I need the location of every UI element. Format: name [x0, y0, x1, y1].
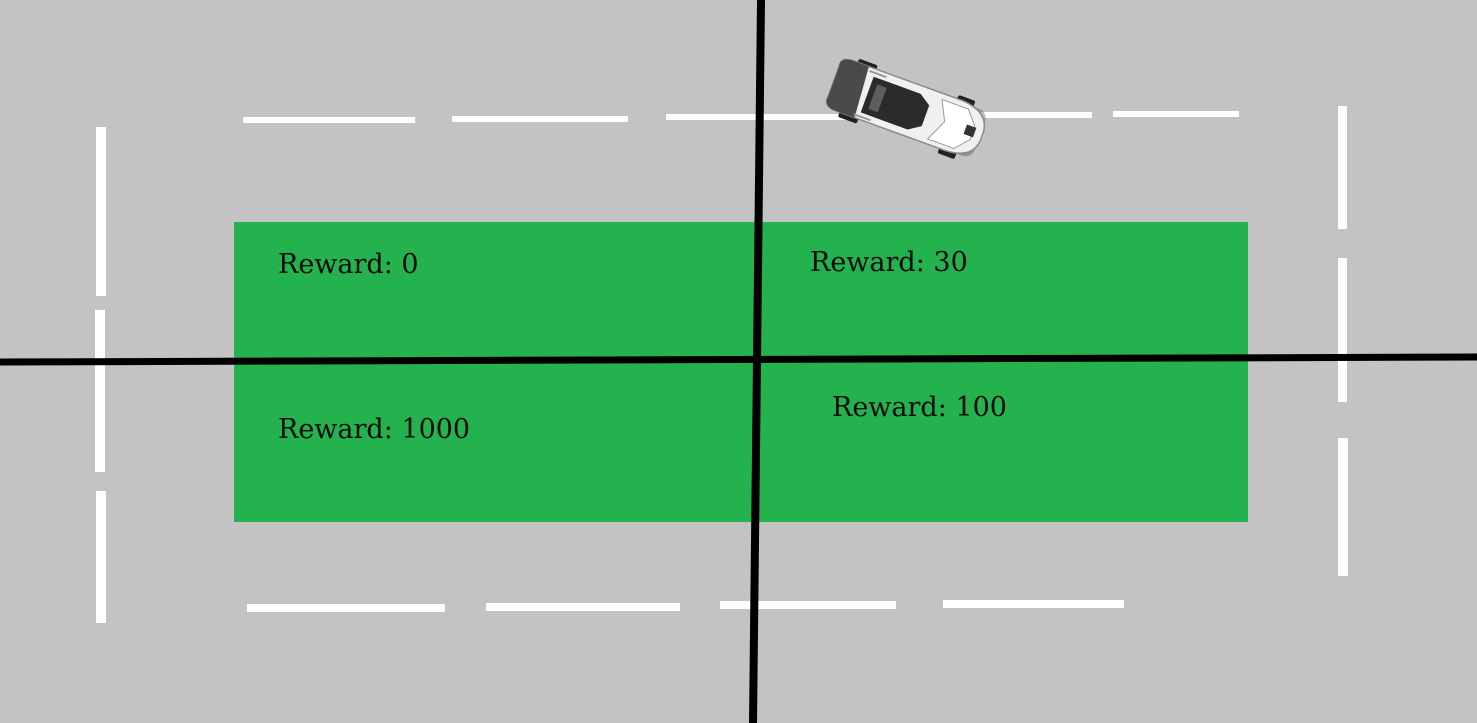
- lane-marking: [95, 310, 105, 472]
- lane-marking: [452, 116, 628, 122]
- lane-marking: [968, 112, 1092, 118]
- reward-label-top-left: Reward: 0: [278, 249, 419, 280]
- lane-marking: [720, 601, 896, 609]
- reward-label-bottom-right: Reward: 100: [832, 392, 1007, 423]
- race-car-icon: [825, 58, 986, 159]
- reward-zone: [234, 222, 1248, 522]
- lane-marking: [243, 117, 415, 123]
- lane-marking: [1113, 111, 1239, 117]
- lane-marking: [1338, 258, 1347, 402]
- vertical-divider: [749, 0, 765, 723]
- lane-marking: [96, 127, 106, 296]
- lane-marking: [247, 604, 445, 612]
- lane-marking: [943, 600, 1124, 608]
- lane-marking: [486, 603, 680, 611]
- lane-marking: [96, 491, 106, 623]
- lane-marking: [1338, 438, 1348, 576]
- reward-label-top-right: Reward: 30: [810, 247, 968, 278]
- reward-label-bottom-left: Reward: 1000: [278, 414, 471, 445]
- horizontal-divider: [0, 353, 1477, 366]
- lane-marking: [1338, 106, 1347, 229]
